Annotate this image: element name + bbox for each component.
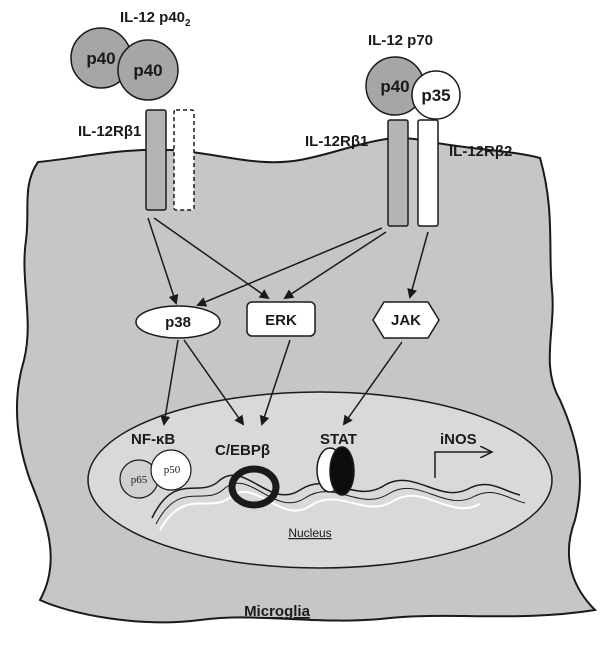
nucleus-label: Nucleus (288, 526, 331, 540)
cebp-label: C/EBPβ (215, 442, 270, 459)
inos-transcription-arrow (434, 452, 492, 478)
p35-label: p35 (421, 86, 450, 105)
p38-node (135, 305, 221, 339)
stat-label: STAT (320, 431, 357, 448)
p50-subunit (150, 449, 192, 491)
arrow-p38-to-cebp (183, 339, 245, 426)
nfkb-label: NF-κB (131, 431, 175, 448)
il12rb2-left-receptor-dashed (173, 109, 195, 211)
il12rb1-right-receptor (387, 119, 409, 227)
inos-label: iNOS (440, 431, 477, 448)
stat-factor-black (329, 446, 355, 496)
il12rb1-left-receptor (145, 109, 167, 211)
jak-label: JAK (391, 312, 421, 329)
arrow-rb1right-to-erk (283, 231, 387, 300)
il12-p40-dimer-title: IL-12 p402 (120, 9, 191, 29)
p50-label: p50 (164, 464, 181, 476)
arrow-p38-to-nfkb (160, 339, 179, 426)
p40-left-label: p40 (86, 49, 115, 68)
arrow-rb1right-to-p38 (196, 227, 383, 307)
p70-p40-label: p40 (380, 77, 409, 96)
p35-subunit (411, 70, 461, 120)
il12rb1-right-label: IL-12Rβ1 (305, 133, 368, 150)
erk-node (246, 301, 316, 337)
microglia-label: Microglia (244, 603, 311, 620)
il12rb1-left-label: IL-12Rβ1 (78, 123, 141, 140)
il12rb2-right-receptor (417, 119, 439, 227)
p40-subunit-right (117, 39, 179, 101)
il12-p70-title: IL-12 p70 (368, 32, 433, 49)
erk-label: ERK (265, 312, 297, 329)
jak-node (372, 301, 440, 339)
arrow-rb2-to-jak (407, 231, 429, 299)
arrow-jak-to-stat (342, 341, 403, 426)
arrow-rb1left-to-p38 (147, 217, 179, 305)
il12rb2-right-label: IL-12Rβ2 (449, 143, 512, 160)
cebp-factor (228, 465, 280, 509)
p65-label: p65 (131, 474, 148, 486)
p38-label: p38 (165, 314, 191, 331)
arrow-rb1left-to-erk (153, 217, 270, 300)
p40-right-label: p40 (133, 61, 162, 80)
signal-arrows (147, 217, 429, 426)
arrow-erk-to-cebp (259, 339, 291, 426)
